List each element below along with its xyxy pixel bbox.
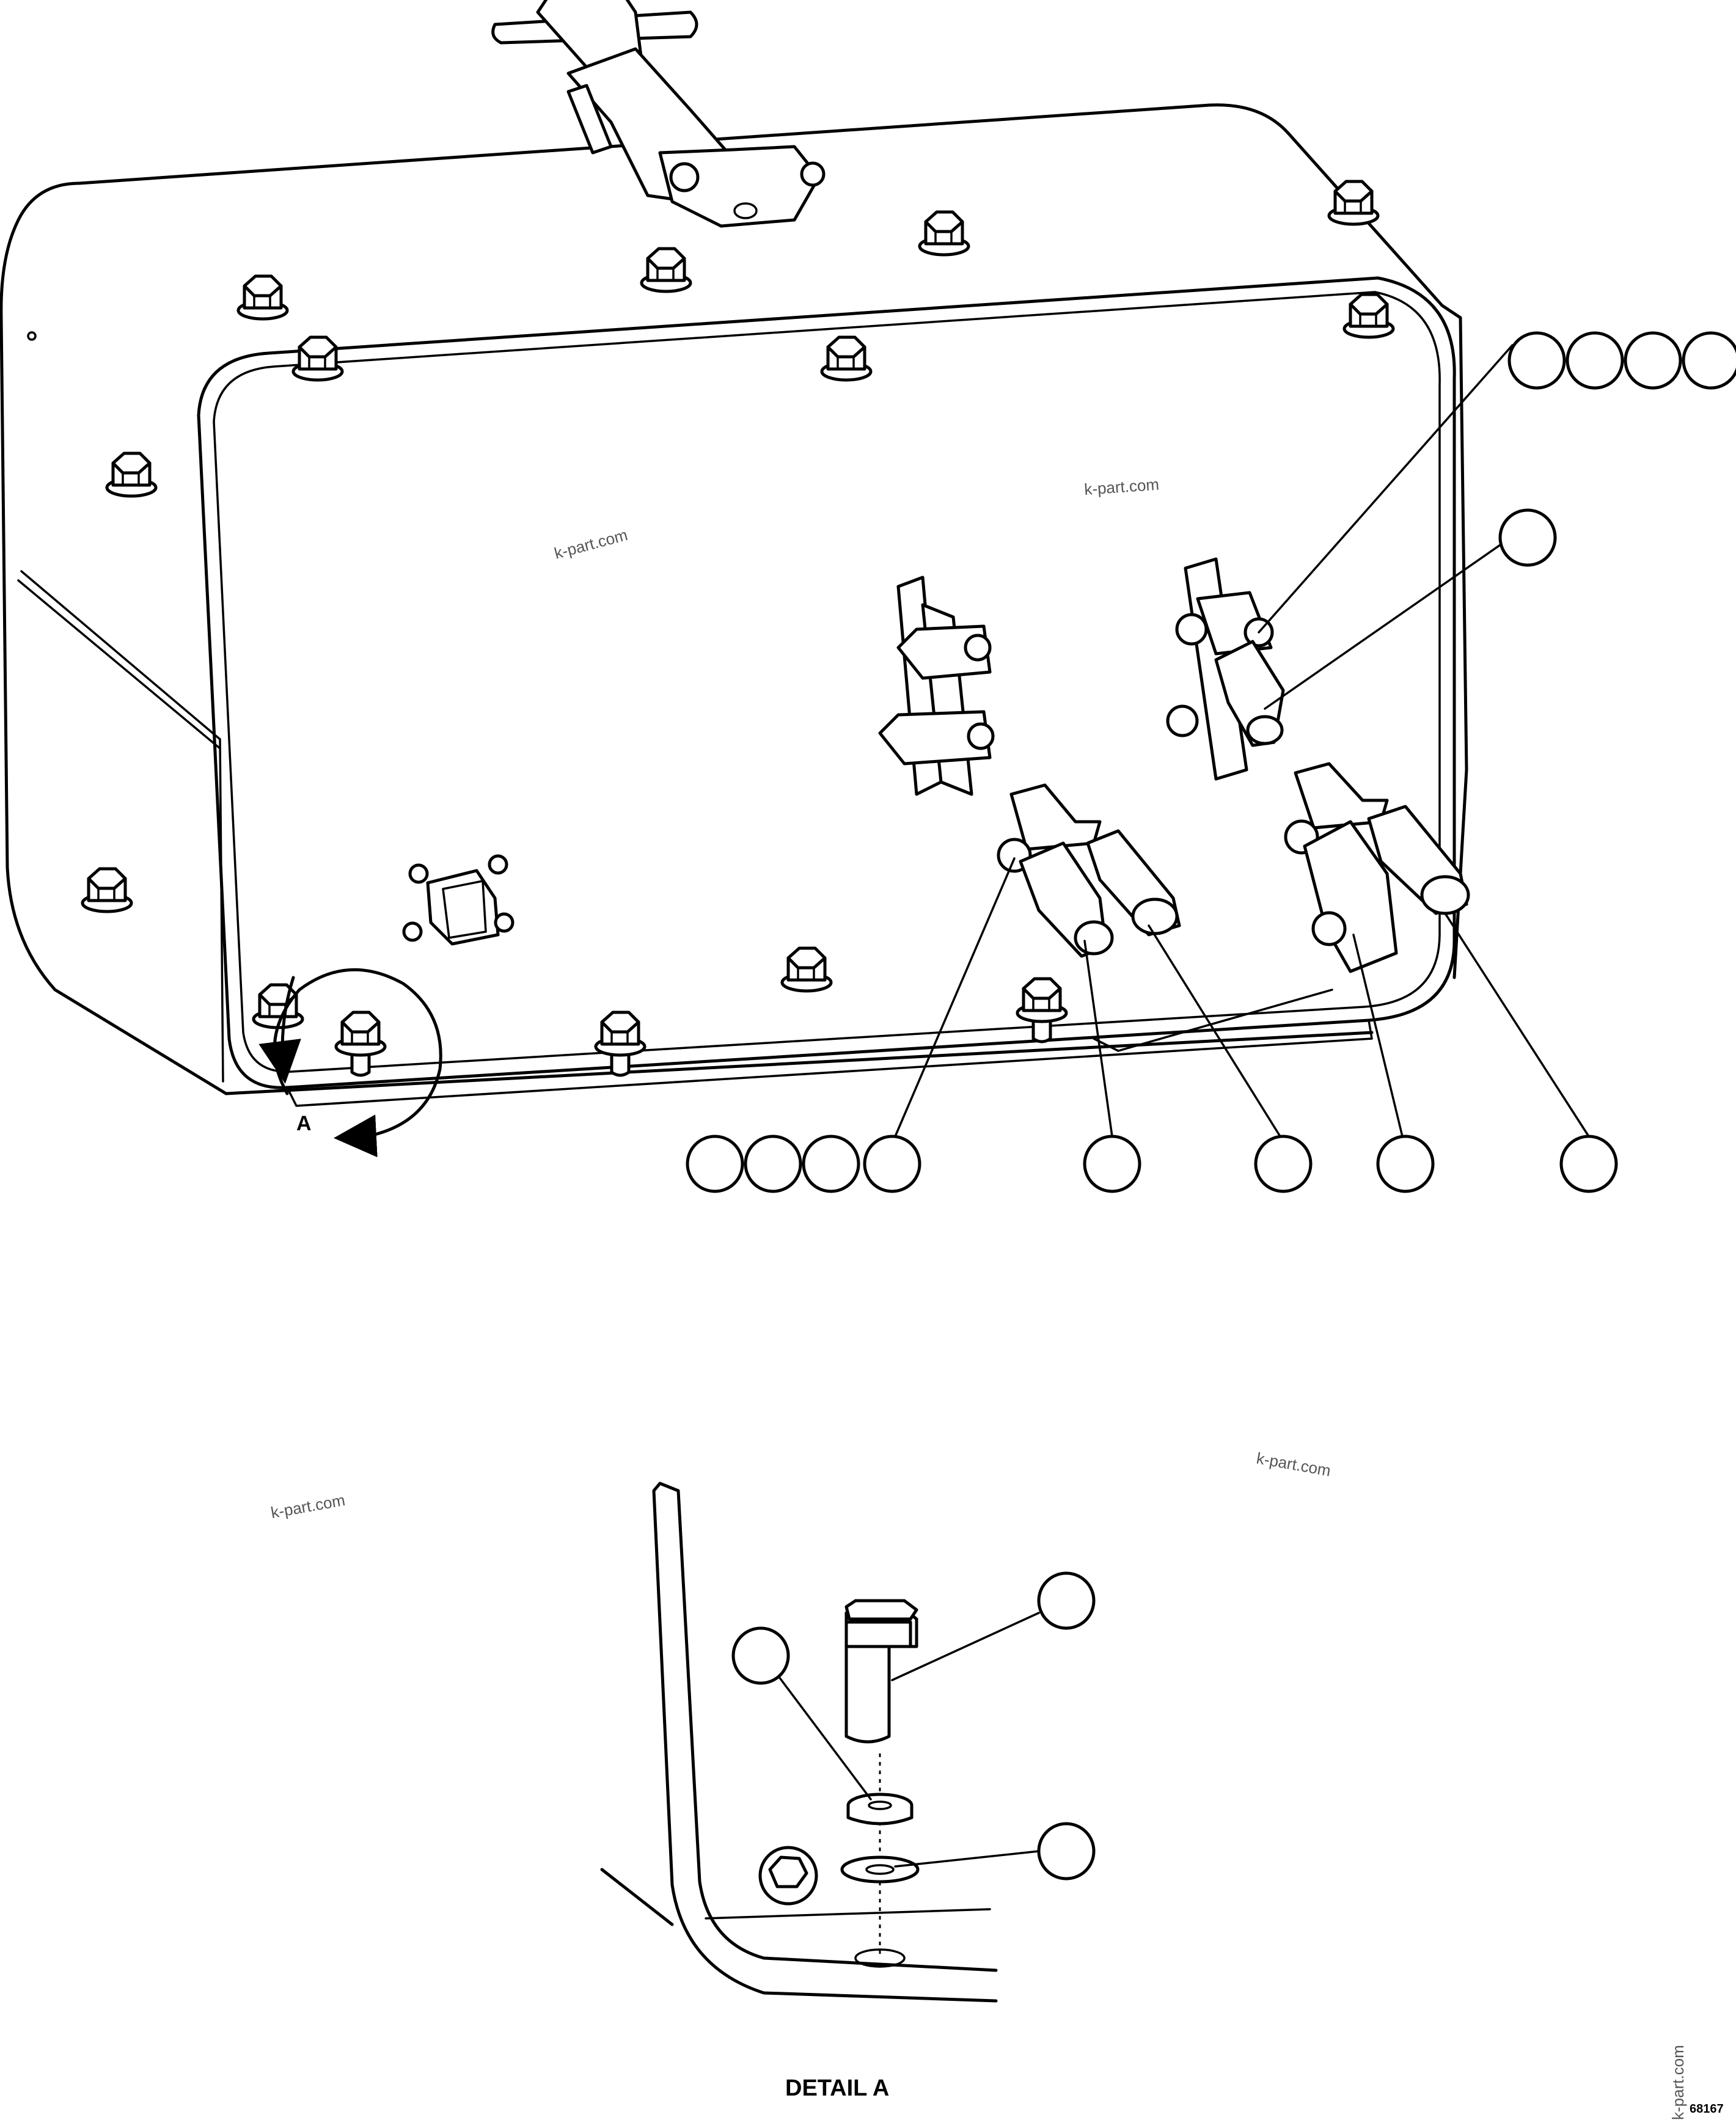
flat-washer [840,1855,920,1884]
leader-bolt [891,1612,1040,1681]
leader-lock-washer [778,1676,872,1800]
watermark: k-part.com [1669,2045,1687,2120]
callout-circle [1037,1571,1096,1630]
watermark: k-part.com [552,525,629,563]
electrical-connector [402,854,515,946]
box-side-seam [17,570,224,1083]
leader-flat-washer [894,1850,1040,1868]
callout-circle [1037,1822,1096,1881]
box-bottom-edge [286,1019,1373,1107]
watermark: k-part.com [269,1491,346,1522]
detail-a-view: DETAIL A 68167 k-part.com [600,1482,1724,2120]
terminal-lower-middle [997,783,1181,958]
detail-panel-edge [652,1482,998,1972]
watermark: k-part.com [1255,1449,1332,1480]
hanger-bracket [491,0,826,228]
terminal-lower-right [1284,762,1470,973]
terminal-plate-center [878,576,995,796]
small-hole [27,331,37,341]
callout-circle [731,1626,790,1685]
terminal-upper-right [1166,557,1285,781]
drawing-number: 68167 [1690,2102,1724,2116]
detail-title: DETAIL A [785,2075,889,2101]
front-panel-frame [197,276,1456,1089]
watermark: k-part.com [1083,475,1160,498]
detail-a-marker: A [258,968,442,1158]
lock-washer [846,1793,914,1826]
mounting-hole [854,1948,906,1968]
battery-box-assembly: A k-part.com k-part.com k-part.com k-par… [0,0,1736,1522]
lower-rail [1093,989,1333,1052]
detail-bolt-head [758,1846,818,1906]
detail-a-label: A [296,1112,312,1135]
hex-bolt [844,1599,918,1744]
callout-circles [686,331,1736,1193]
front-panel-inner [213,291,1441,1073]
leader-lines [894,344,1590,1138]
